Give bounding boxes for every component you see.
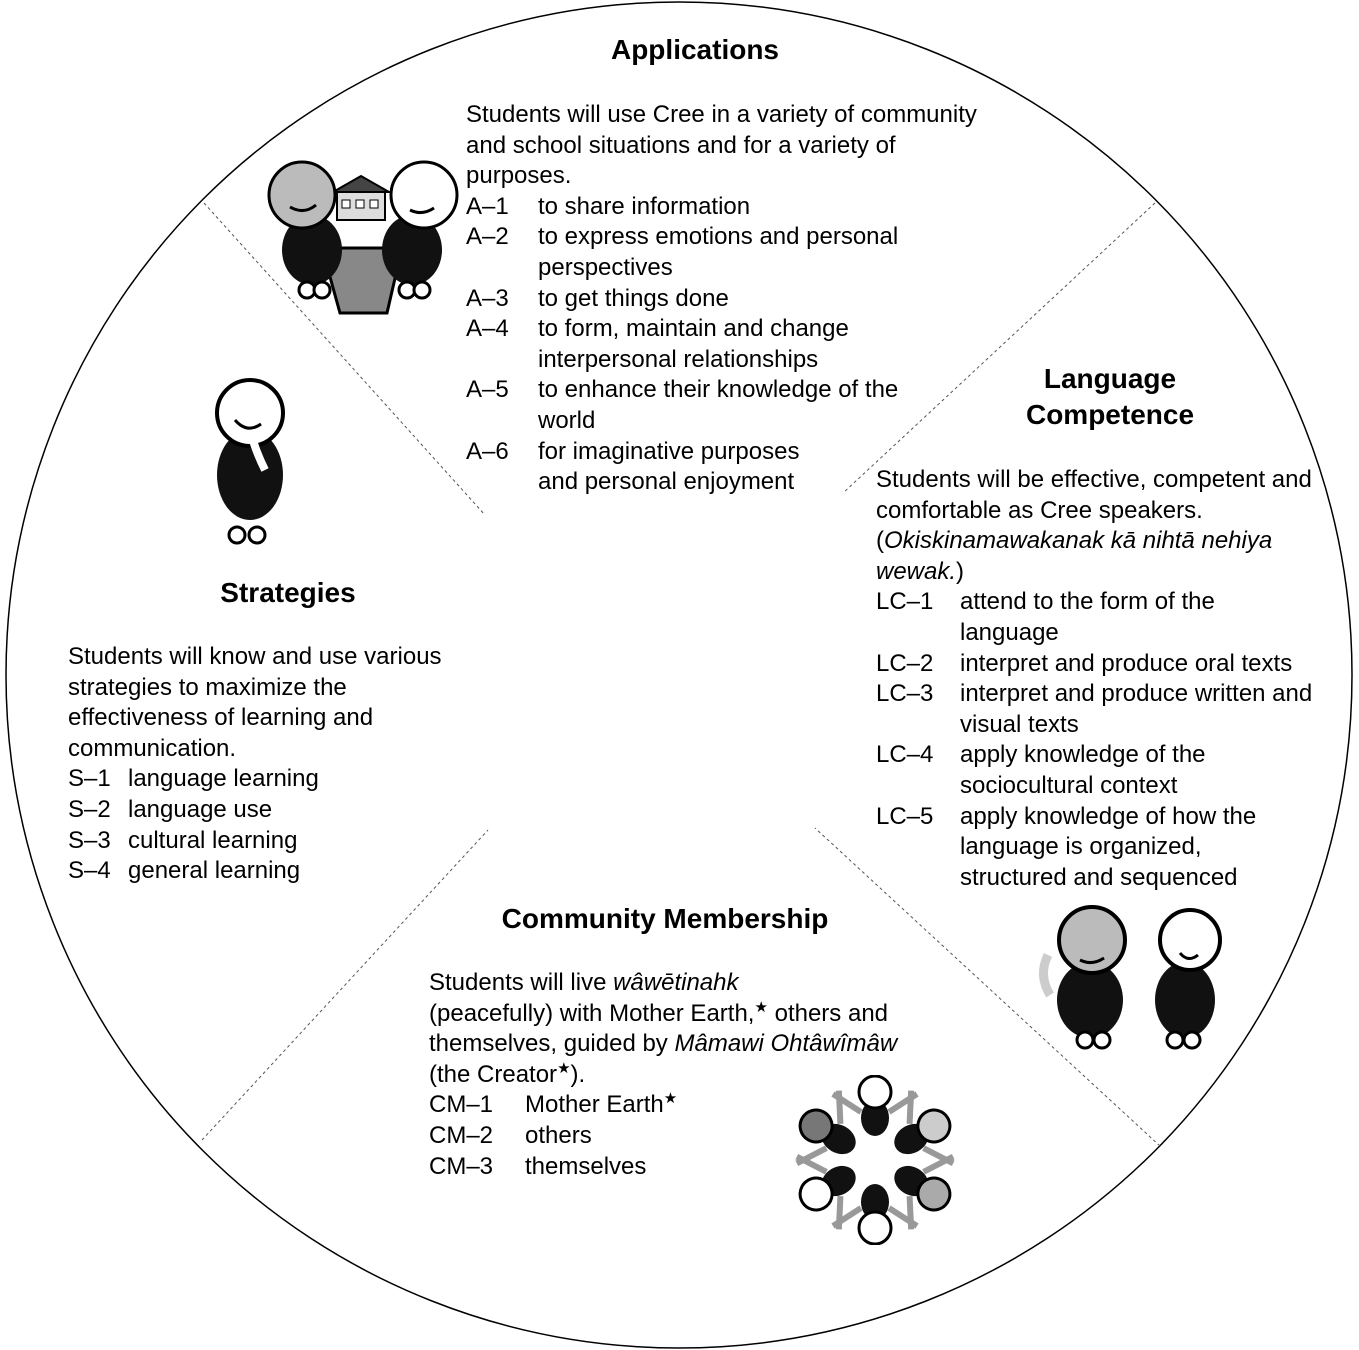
paren-open: ( [876,527,884,555]
community-membership-title-box: Community Membership [440,901,890,937]
item-label: apply knowledge of how the language is o… [960,802,1257,891]
item-code: CM–2 [429,1121,494,1149]
item-code: LC–4 [876,741,934,769]
strategies-item: S–1 language learning [68,764,488,795]
applications-title: Applications [610,34,779,65]
intro-text-2: (peacefully) with Mother Earth, [429,999,755,1027]
item-code: CM–1 [429,1091,494,1119]
strategies-title: Strategies [220,577,356,608]
item-label: interpret and produce written and visual… [960,680,1313,738]
item-code: LC–5 [876,802,934,830]
paren-close: ) [956,557,965,585]
language-competence-title-line2: Competence [1025,399,1195,430]
item-code: A–5 [466,376,509,404]
item-code: S–4 [68,857,111,885]
language-competence-item: LC–1 attend to the form of the language [876,587,1276,648]
applications-item: A–1 to share information [466,192,986,223]
people-at-table-illustration [267,160,459,315]
strategies-intro: Students will know and use various strat… [68,643,442,762]
item-label: general learning [128,857,301,885]
strategies-item: S–2 language use [68,795,488,826]
item-code: CM–3 [429,1152,494,1180]
cree-phrase: Okiskinamawakanak kā nihtā nehiya wewak. [876,527,1273,585]
item-label: attend to the form of the language [960,588,1215,646]
applications-item: A–5 to enhance their knowledge of the wor… [466,375,906,436]
item-label: language learning [128,765,319,793]
item-code: A–4 [466,315,509,343]
community-membership-item: CM–3 themselves [429,1152,899,1183]
item-label: Mother Earth★ [525,1090,899,1121]
item-code: A–6 [466,437,509,465]
item-label: apply knowledge of the sociocultural con… [960,741,1206,799]
strategies-title-box: Strategies [138,575,438,611]
strategies-section: Students will know and use various strat… [68,642,488,887]
intro-text-5: ). [570,1060,586,1088]
applications-item: A–2 to express emotions and personal pers… [466,222,986,283]
item-label-text: Mother Earth [525,1091,664,1119]
item-code: S–3 [68,826,111,854]
community-membership-item: CM–2 others [429,1121,899,1152]
two-people-talking-illustration [1039,905,1222,1050]
language-competence-intro: Students will be effective, competent an… [876,466,1312,524]
item-label: for imaginative purposes and personal en… [538,437,800,496]
applications-section: Students will use Cree in a variety of c… [466,100,986,498]
intro-text-3: others and themselves, guided by [429,999,889,1058]
item-code: LC–2 [876,649,934,677]
community-membership-item: CM–1 Mother Earth★ [429,1090,899,1121]
item-label: language use [128,795,273,823]
item-code: LC–3 [876,680,934,708]
item-code: LC–1 [876,588,934,616]
item-label: themselves [525,1152,647,1180]
community-membership-intro: Students will live wâwētinahk (peacefull… [429,968,899,1090]
item-code: S–2 [68,795,111,823]
item-code: A–2 [466,223,509,251]
item-label: cultural learning [128,826,298,854]
language-competence-item: LC–5 apply knowledge of how the language … [876,802,1306,894]
item-label: to share information [538,192,751,220]
language-competence-title-box: Language Competence [960,361,1260,433]
item-label: others [525,1121,592,1149]
community-membership-section: Students will live wâwētinahk (peacefull… [429,968,899,1182]
cree-word-wawetinahk: wâwētinahk [613,969,739,996]
star-icon: ★ [663,1090,678,1108]
applications-item: A–4 to form, maintain and change interper… [466,314,896,375]
item-label: to express emotions and personal perspec… [538,223,899,281]
divider-top-left [203,202,486,516]
item-label: to enhance their knowledge of the world [538,376,899,434]
cree-word-creator: Mâmawi Ohtâwîmâw [674,1030,898,1058]
language-competence-item: LC–3 interpret and produce written and vi… [876,679,1316,740]
intro-text-1: Students will live [429,969,607,996]
item-code: A–1 [466,192,509,220]
strategies-item: S–4 general learning [68,856,488,887]
applications-item: A–6 for imaginative purposes and personal… [466,437,846,498]
divider-top-right [842,202,1156,494]
item-code: A–3 [466,284,509,312]
applications-title-box: Applications [540,32,850,68]
applications-intro: Students will use Cree in a variety of c… [466,101,977,190]
item-label: interpret and produce oral texts [960,649,1293,677]
language-competence-section: Students will be effective, competent an… [876,465,1326,893]
star-icon: ★ [754,998,768,1016]
divider-bottom-right [814,827,1161,1147]
language-competence-item: LC–4 apply knowledge of the sociocultural… [876,740,1276,801]
outer-circle [5,1,1353,1349]
item-label: to form, maintain and change interperson… [538,315,849,373]
item-code: S–1 [68,765,111,793]
divider-bottom-left [201,829,489,1141]
community-membership-title: Community Membership [501,903,829,934]
applications-item: A–3 to get things done [466,284,986,315]
thinking-person-illustration [215,378,285,545]
intro-text-4: (the Creator [429,1060,558,1088]
strategies-item: S–3 cultural learning [68,826,488,857]
language-competence-item: LC–2 interpret and produce oral texts [876,649,1326,680]
item-label: to get things done [538,284,729,312]
star-icon: ★ [557,1059,571,1077]
language-competence-cree-line: (Okiskinamawakanak kā nihtā nehiya wewak… [876,526,1326,587]
language-competence-title-line1: Language [1043,363,1177,394]
circle-of-people-illustration [795,1075,955,1245]
